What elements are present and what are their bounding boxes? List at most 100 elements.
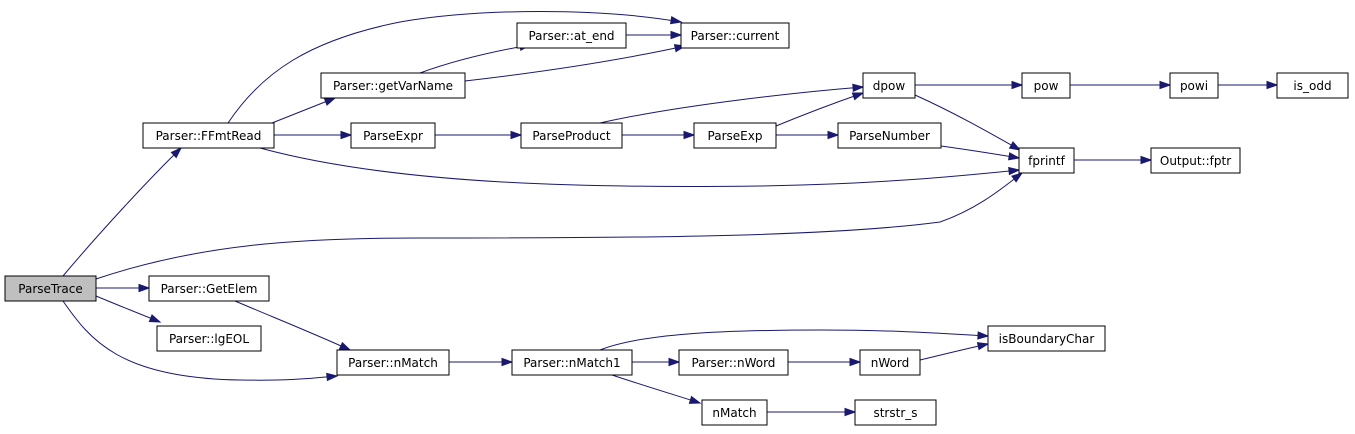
arrowhead xyxy=(323,97,337,106)
node-current[interactable]: Parser::current xyxy=(680,22,790,49)
node-box xyxy=(520,122,623,149)
node-label: Parser::lgEOL xyxy=(169,332,249,346)
node-powi[interactable]: powi xyxy=(1169,72,1219,99)
node-nmatch1[interactable]: Parser::nMatch1 xyxy=(511,349,633,376)
node-atend[interactable]: Parser::at_end xyxy=(516,22,627,49)
node-label: Parser::nMatch xyxy=(348,356,438,370)
edge-line xyxy=(62,147,182,277)
node-box xyxy=(987,325,1106,352)
edge-parsetrace-to-nmatch_parser xyxy=(62,300,339,382)
node-parseexpr[interactable]: ParseExpr xyxy=(350,122,436,149)
node-nword[interactable]: nWord xyxy=(859,349,921,376)
arrowhead xyxy=(849,357,862,367)
node-box xyxy=(1276,72,1349,99)
edge-ffmtread-to-parseexpr xyxy=(274,130,353,140)
node-label: isBoundaryChar xyxy=(999,332,1095,346)
arrowhead xyxy=(1011,172,1024,183)
node-box xyxy=(678,349,789,376)
edge-parseexp-to-parsenumber xyxy=(776,130,840,140)
arrowhead xyxy=(683,130,696,140)
edge-powi-to-isodd xyxy=(1218,80,1279,90)
node-label: is_odd xyxy=(1293,79,1331,93)
node-label: pow xyxy=(1034,79,1059,93)
node-box xyxy=(862,72,916,99)
edge-parseexp-to-dpow xyxy=(775,92,865,127)
edge-getvarname-to-current xyxy=(464,44,687,82)
arrowhead xyxy=(851,92,865,101)
edge-parseexpr-to-parseproduct xyxy=(435,130,523,140)
node-isodd[interactable]: is_odd xyxy=(1276,72,1349,99)
edge-parseproduct-to-parseexp xyxy=(622,130,696,140)
nodes-layer: ParseTrace Parser::FFmtReadParser::GetEle… xyxy=(4,22,1349,426)
arrowhead xyxy=(668,357,681,367)
arrowhead xyxy=(170,146,183,159)
edge-ffmtread-to-current xyxy=(227,11,683,124)
node-label: strstr_s xyxy=(873,406,917,420)
node-label: ParseExpr xyxy=(363,129,423,143)
edge-parsenumber-to-fprintf xyxy=(940,145,1021,161)
arrowhead xyxy=(510,130,523,140)
node-label: Parser::nWord xyxy=(692,356,776,370)
node-nword_parser[interactable]: Parser::nWord xyxy=(678,349,789,376)
edge-getvarname-to-atend xyxy=(419,42,532,74)
node-pow[interactable]: pow xyxy=(1021,72,1071,99)
arrowhead xyxy=(1007,152,1021,161)
arrowhead xyxy=(844,407,857,417)
node-box xyxy=(350,122,436,149)
node-lgeol[interactable]: Parser::lgEOL xyxy=(156,325,262,352)
edge-nmatch1-to-nmatch xyxy=(611,374,702,404)
edge-line xyxy=(775,92,864,127)
edge-nword-to-isboundarychar xyxy=(919,342,990,361)
node-strstr_s[interactable]: strstr_s xyxy=(854,399,937,426)
edge-line xyxy=(611,374,701,404)
node-outputfptr[interactable]: Output::fptr xyxy=(1150,147,1241,174)
arrowhead xyxy=(1266,80,1279,90)
node-getvarname[interactable]: Parser::getVarName xyxy=(320,72,466,99)
node-ffmtread[interactable]: Parser::FFmtRead xyxy=(142,122,275,149)
node-box xyxy=(859,349,921,376)
arrowhead xyxy=(148,314,162,323)
node-box xyxy=(701,399,768,426)
node-nmatch_parser[interactable]: Parser::nMatch xyxy=(336,349,450,376)
edge-parseproduct-to-dpow xyxy=(599,83,865,124)
node-isboundarychar[interactable]: isBoundaryChar xyxy=(987,325,1106,352)
node-fprintf[interactable]: fprintf xyxy=(1018,147,1075,174)
arrowhead xyxy=(976,342,990,351)
edge-parsetrace-to-lgeol xyxy=(95,295,162,323)
edge-parsetrace-to-getelem xyxy=(96,283,151,293)
edge-ffmtread-to-getvarname xyxy=(271,97,337,124)
edge-parsetrace-to-fprintf xyxy=(95,172,1024,280)
node-parsenumber[interactable]: ParseNumber xyxy=(837,122,942,149)
node-label: powi xyxy=(1180,79,1208,93)
node-label: ParseNumber xyxy=(849,129,930,143)
arrowhead xyxy=(977,331,990,340)
node-box xyxy=(1018,147,1075,174)
arrowhead xyxy=(670,30,683,40)
edge-atend-to-current xyxy=(626,30,683,40)
arrowhead xyxy=(827,130,840,140)
edge-line xyxy=(919,343,989,361)
node-box xyxy=(320,72,466,99)
edge-nmatch1-to-isboundarychar xyxy=(599,329,990,351)
node-box xyxy=(854,399,937,426)
node-parseproduct[interactable]: ParseProduct xyxy=(520,122,623,149)
edges-layer xyxy=(62,11,1279,417)
edge-nmatch_parser-to-nmatch1 xyxy=(449,357,514,367)
node-label: Parser::GetElem xyxy=(161,282,258,296)
edge-ffmtread-to-fprintf xyxy=(259,147,1021,188)
node-parsetrace[interactable]: ParseTrace xyxy=(4,275,97,302)
node-nmatch[interactable]: nMatch xyxy=(701,399,768,426)
node-dpow[interactable]: dpow xyxy=(862,72,916,99)
arrowhead xyxy=(1008,166,1021,176)
arrowhead xyxy=(688,395,702,404)
edge-nword_parser-to-nword xyxy=(788,357,862,367)
node-getelem[interactable]: Parser::GetElem xyxy=(148,275,270,302)
arrowhead xyxy=(852,83,865,93)
node-box xyxy=(1150,147,1241,174)
edge-dpow-to-pow xyxy=(915,80,1024,90)
node-label: nWord xyxy=(871,356,909,370)
node-parseexp[interactable]: ParseExp xyxy=(693,122,777,149)
node-box xyxy=(148,275,270,302)
edge-nmatch-to-strstr_s xyxy=(767,407,857,417)
